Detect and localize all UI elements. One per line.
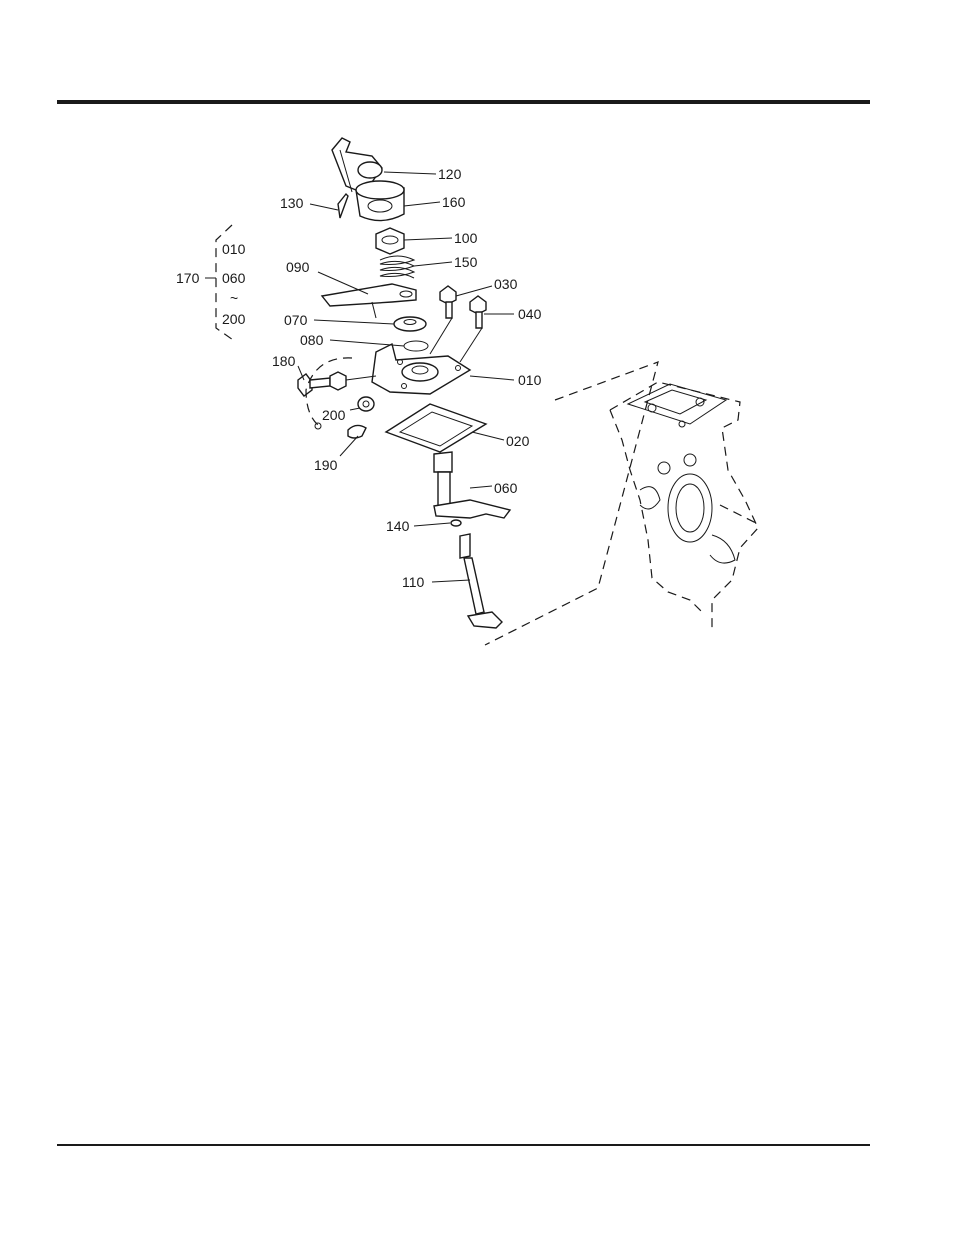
part-130-pin [338, 194, 348, 218]
part-190-bolt [315, 423, 366, 438]
group-item-010: 010 [222, 241, 246, 257]
callout-040: 040 [518, 306, 542, 322]
part-080-oring [404, 341, 428, 351]
callout-090: 090 [286, 259, 310, 275]
part-090-lever-arm [322, 284, 416, 318]
part-020-gasket [386, 404, 486, 452]
part-nut-small [330, 372, 346, 390]
callout-010: 010 [518, 372, 542, 388]
part-040-bolt [470, 296, 486, 328]
callout-160: 160 [442, 194, 466, 210]
callout-080: 080 [300, 332, 324, 348]
callout-100: 100 [454, 230, 478, 246]
engine-block-illustration [610, 382, 760, 628]
callout-070: 070 [284, 312, 308, 328]
group-range-mark: ~ [230, 290, 238, 306]
callout-020: 020 [506, 433, 530, 449]
part-030-bolt [440, 286, 456, 318]
group-label-170: 170 [176, 270, 200, 286]
callout-030: 030 [494, 276, 518, 292]
group-item-200: 200 [222, 311, 246, 327]
part-140-pin [451, 520, 461, 526]
callout-110: 110 [402, 574, 425, 590]
callout-150: 150 [454, 254, 478, 270]
part-100-nut [376, 228, 404, 254]
part-160-collar [356, 181, 404, 221]
callout-060: 060 [494, 480, 518, 496]
part-200-nut [358, 397, 374, 411]
callout-200: 200 [322, 407, 346, 423]
part-110-shaft [460, 534, 502, 628]
part-150-spring [380, 256, 414, 278]
callout-120: 120 [438, 166, 462, 182]
callout-180: 180 [272, 353, 296, 369]
group-item-060: 060 [222, 270, 246, 286]
callout-140: 140 [386, 518, 410, 534]
mounting-guide-line [485, 362, 658, 645]
callout-190: 190 [314, 457, 338, 473]
part-010-housing [372, 344, 470, 394]
callout-130: 130 [280, 195, 304, 211]
part-070-washer [394, 317, 426, 331]
